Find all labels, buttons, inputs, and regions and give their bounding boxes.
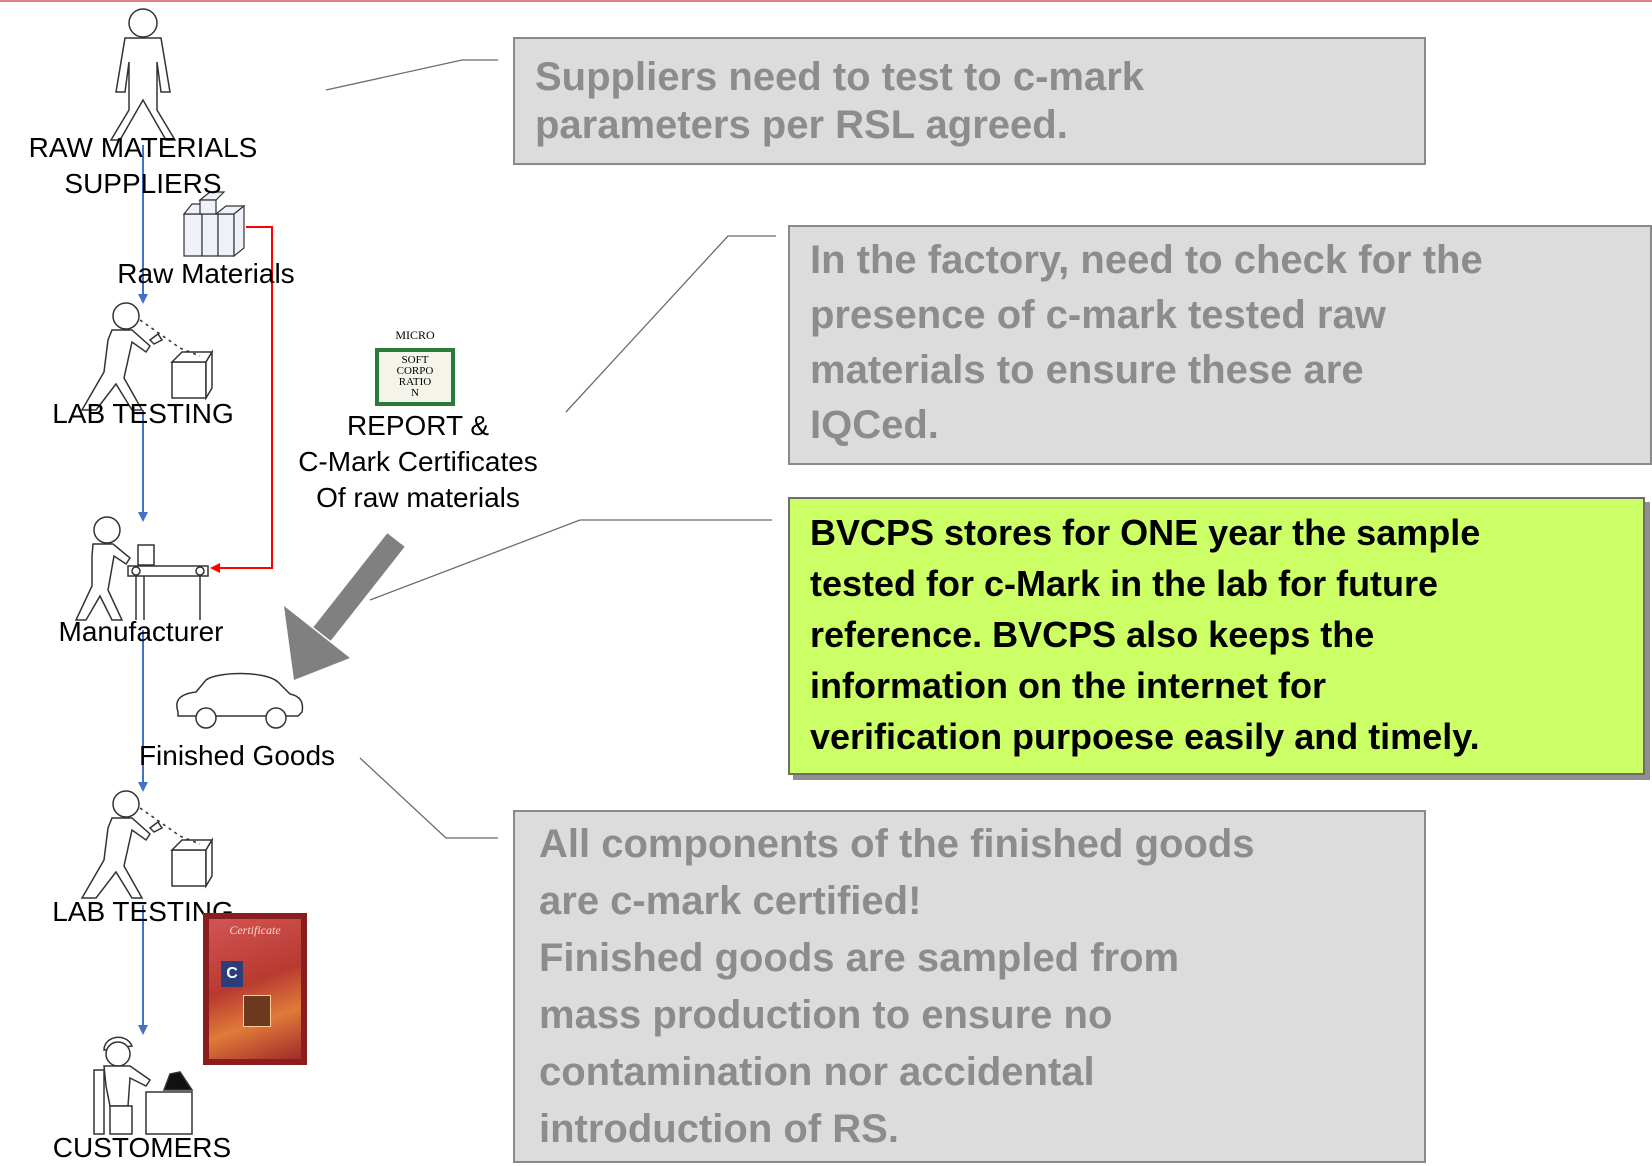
finished-goods-callout: All components of the finished goods are… <box>513 810 1426 1163</box>
factory-callout-line-3: materials to ensure these are <box>810 348 1364 392</box>
finished-callout-line-3: Finished goods are sampled from <box>539 936 1180 980</box>
suppliers-callout-line-2: parameters per RSL agreed. <box>535 103 1068 147</box>
report-label-line-3: Of raw materials <box>316 482 520 513</box>
micro-cert-line-1: SOFT <box>401 354 429 366</box>
suppliers-label: RAW MATERIALS SUPPLIERS <box>2 130 284 202</box>
factory-callout: In the factory, need to check for the pr… <box>788 225 1652 465</box>
finished-goods-car-icon <box>176 672 304 729</box>
lab-testing-1-label: LAB TESTING <box>52 398 234 429</box>
certificate-photo-icon <box>243 995 271 1027</box>
lab-testing-2-person-icon <box>80 790 214 899</box>
lab-testing-1-dotted-icon <box>139 319 201 357</box>
bvcps-callout-line-1: BVCPS stores for ONE year the sample <box>810 512 1481 553</box>
micro-cert-line-2: CORPO <box>396 365 434 377</box>
micro-cert-icon: SOFT CORPO RATIO N <box>375 348 455 406</box>
report-label: REPORT & C-Mark Certificates Of raw mate… <box>278 408 558 516</box>
bvcps-callout-line-2: tested for c-Mark in the lab for future <box>810 563 1439 604</box>
bvcps-callout-line-5: verification purpoese easily and timely. <box>810 716 1480 757</box>
bvcps-callout: BVCPS stores for ONE year the sample tes… <box>788 497 1645 775</box>
suppliers-label-line-2: SUPPLIERS <box>64 168 222 199</box>
finished-callout-line-5: contamination nor accidental <box>539 1050 1095 1094</box>
customers-label: CUSTOMERS <box>52 1132 232 1163</box>
supplier-person-icon <box>109 8 177 141</box>
report-label-line-2: C-Mark Certificates <box>298 446 538 477</box>
report-label-line-1: REPORT & <box>346 410 490 441</box>
bvcps-callout-line-4: information on the internet for <box>810 665 1326 706</box>
finished-callout-line-6: introduction of RS. <box>539 1107 899 1151</box>
raw-materials-label: Raw Materials <box>117 258 295 289</box>
big-gray-arrow-icon <box>284 533 405 680</box>
manufacturer-person-icon <box>74 516 209 621</box>
lab-testing-1-person-icon <box>80 302 214 411</box>
material-route-line <box>210 226 273 573</box>
finished-callout-line-4: mass production to ensure no <box>539 993 1113 1037</box>
certificate-image: Certificate C <box>203 913 307 1065</box>
micro-cert-line-4: N <box>411 387 419 399</box>
factory-callout-line-2: presence of c-mark tested raw <box>810 293 1386 337</box>
finished-goods-label: Finished Goods <box>138 740 336 771</box>
customer-person-icon <box>93 1036 194 1135</box>
raw-materials-boxes-icon <box>182 191 246 258</box>
finished-callout-line-2: are c-mark certified! <box>539 879 922 923</box>
certificate-c-badge-icon: C <box>221 961 243 987</box>
factory-callout-line-1: In the factory, need to check for the <box>810 238 1483 282</box>
finished-callout-line-1: All components of the finished goods <box>539 822 1255 866</box>
suppliers-callout: Suppliers need to test to c-mark paramet… <box>513 37 1426 165</box>
lab-testing-2-dotted-icon <box>139 807 201 845</box>
factory-callout-line-4: IQCed. <box>810 403 939 447</box>
suppliers-callout-line-1: Suppliers need to test to c-mark <box>535 55 1145 99</box>
micro-cert-line-3: RATIO <box>398 376 432 388</box>
bvcps-callout-line-3: reference. BVCPS also keeps the <box>810 614 1375 655</box>
manufacturer-label: Manufacturer <box>58 616 224 647</box>
micro-cert-top-label: MICRO <box>395 328 435 342</box>
certificate-title: Certificate <box>229 923 281 937</box>
leader-lines <box>325 59 776 839</box>
suppliers-label-line-1: RAW MATERIALS <box>28 132 258 163</box>
